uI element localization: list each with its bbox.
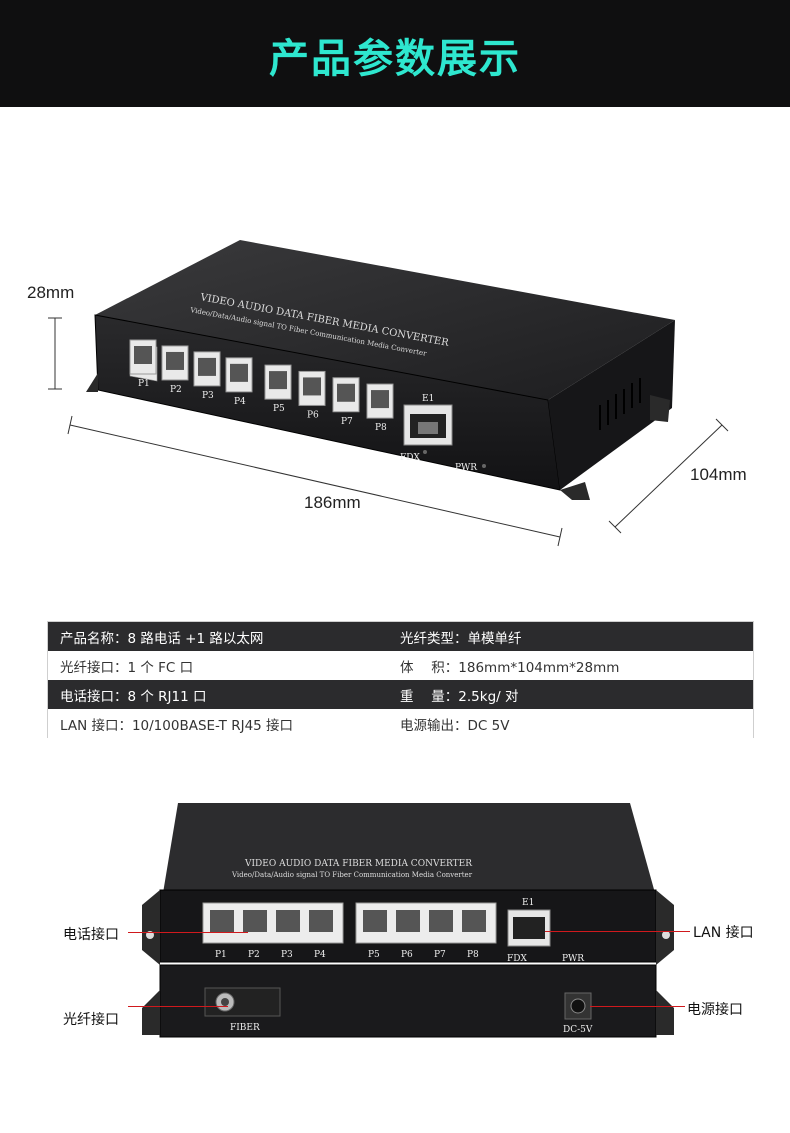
callout-power-port: 电源接口 xyxy=(687,1002,743,1018)
front-port-label-7: P7 xyxy=(434,950,446,960)
front-port-label-3: P3 xyxy=(281,950,293,960)
fiber-label: FIBER xyxy=(230,1023,260,1033)
header-bar: 产品参数展示 xyxy=(0,0,790,107)
fdx-front-label: FDX xyxy=(507,954,527,964)
spec-lan-port: LAN 接口：10/100BASE-T RJ45 接口 xyxy=(60,718,294,734)
phone-port-label-1: P1 xyxy=(138,379,150,389)
callout-phone-port: 电话接口 xyxy=(63,927,119,943)
device-front-subtitle: Video/Data/Audio signal TO Fiber Communi… xyxy=(231,871,473,879)
phone-port-label-2: P2 xyxy=(170,385,182,395)
front-port-label-8: P8 xyxy=(467,950,479,960)
phone-port-label-6: P6 xyxy=(307,410,319,420)
phone-port-label-4: P4 xyxy=(234,397,246,407)
spec-product-name: 产品名称：8 路电话 +1 路以太网 xyxy=(60,631,264,647)
spec-row: 电话接口：8 个 RJ11 口 重 量：2.5kg/ 对 xyxy=(48,680,753,709)
front-port-labels: P1 P2 P3 P4 P5 P6 P7 P8 xyxy=(215,950,479,960)
spec-power-output: 电源输出：DC 5V xyxy=(400,718,510,734)
page-title: 产品参数展示 xyxy=(269,36,521,82)
front-port-label-1: P1 xyxy=(215,950,227,960)
spec-row: 产品名称：8 路电话 +1 路以太网 光纤类型：单模单纤 xyxy=(48,622,753,651)
lead-line-phone xyxy=(128,932,248,933)
spec-fiber-port: 光纤接口：1 个 FC 口 xyxy=(60,660,194,676)
phone-port-label-3: P3 xyxy=(202,391,214,401)
dim-width: 186mm xyxy=(304,493,361,512)
pwr-label: PWR xyxy=(455,463,477,473)
device-top-illustration: VIDEO AUDIO DATA FIBER MEDIA CONVERTER V… xyxy=(48,240,729,547)
lan-port-label: E1 xyxy=(422,394,434,404)
spec-row: LAN 接口：10/100BASE-T RJ45 接口 电源输出：DC 5V xyxy=(48,709,753,738)
pwr-front-label: PWR xyxy=(562,954,584,964)
front-port-label-2: P2 xyxy=(248,950,260,960)
front-port-label-6: P6 xyxy=(401,950,413,960)
lan-port-front-label: E1 xyxy=(522,898,534,908)
spec-fiber-type: 光纤类型：单模单纤 xyxy=(400,631,522,647)
lead-line-fiber xyxy=(128,1006,228,1007)
spec-volume: 体 积：186mm*104mm*28mm xyxy=(400,660,620,676)
spec-row: 光纤接口：1 个 FC 口 体 积：186mm*104mm*28mm xyxy=(48,651,753,680)
fdx-label: FDX xyxy=(400,453,420,463)
callout-lan-port: LAN 接口 xyxy=(693,925,754,941)
lead-line-lan xyxy=(545,931,690,932)
spec-weight: 重 量：2.5kg/ 对 xyxy=(400,689,519,705)
callout-fiber-port: 光纤接口 xyxy=(63,1012,119,1028)
spec-table: 产品名称：8 路电话 +1 路以太网 光纤类型：单模单纤 光纤接口：1 个 FC… xyxy=(47,621,754,738)
spec-phone-port: 电话接口：8 个 RJ11 口 xyxy=(60,689,207,705)
dim-depth: 104mm xyxy=(690,465,747,484)
dc-label: DC-5V xyxy=(563,1025,593,1035)
front-port-label-5: P5 xyxy=(368,950,380,960)
phone-port-label-8: P8 xyxy=(375,423,387,433)
front-port-label-4: P4 xyxy=(314,950,326,960)
phone-port-label-5: P5 xyxy=(273,404,285,414)
dim-height: 28mm xyxy=(27,283,75,302)
phone-port-label-7: P7 xyxy=(341,417,353,427)
lead-line-power xyxy=(590,1006,685,1007)
device-front-title: VIDEO AUDIO DATA FIBER MEDIA CONVERTER xyxy=(244,859,472,869)
